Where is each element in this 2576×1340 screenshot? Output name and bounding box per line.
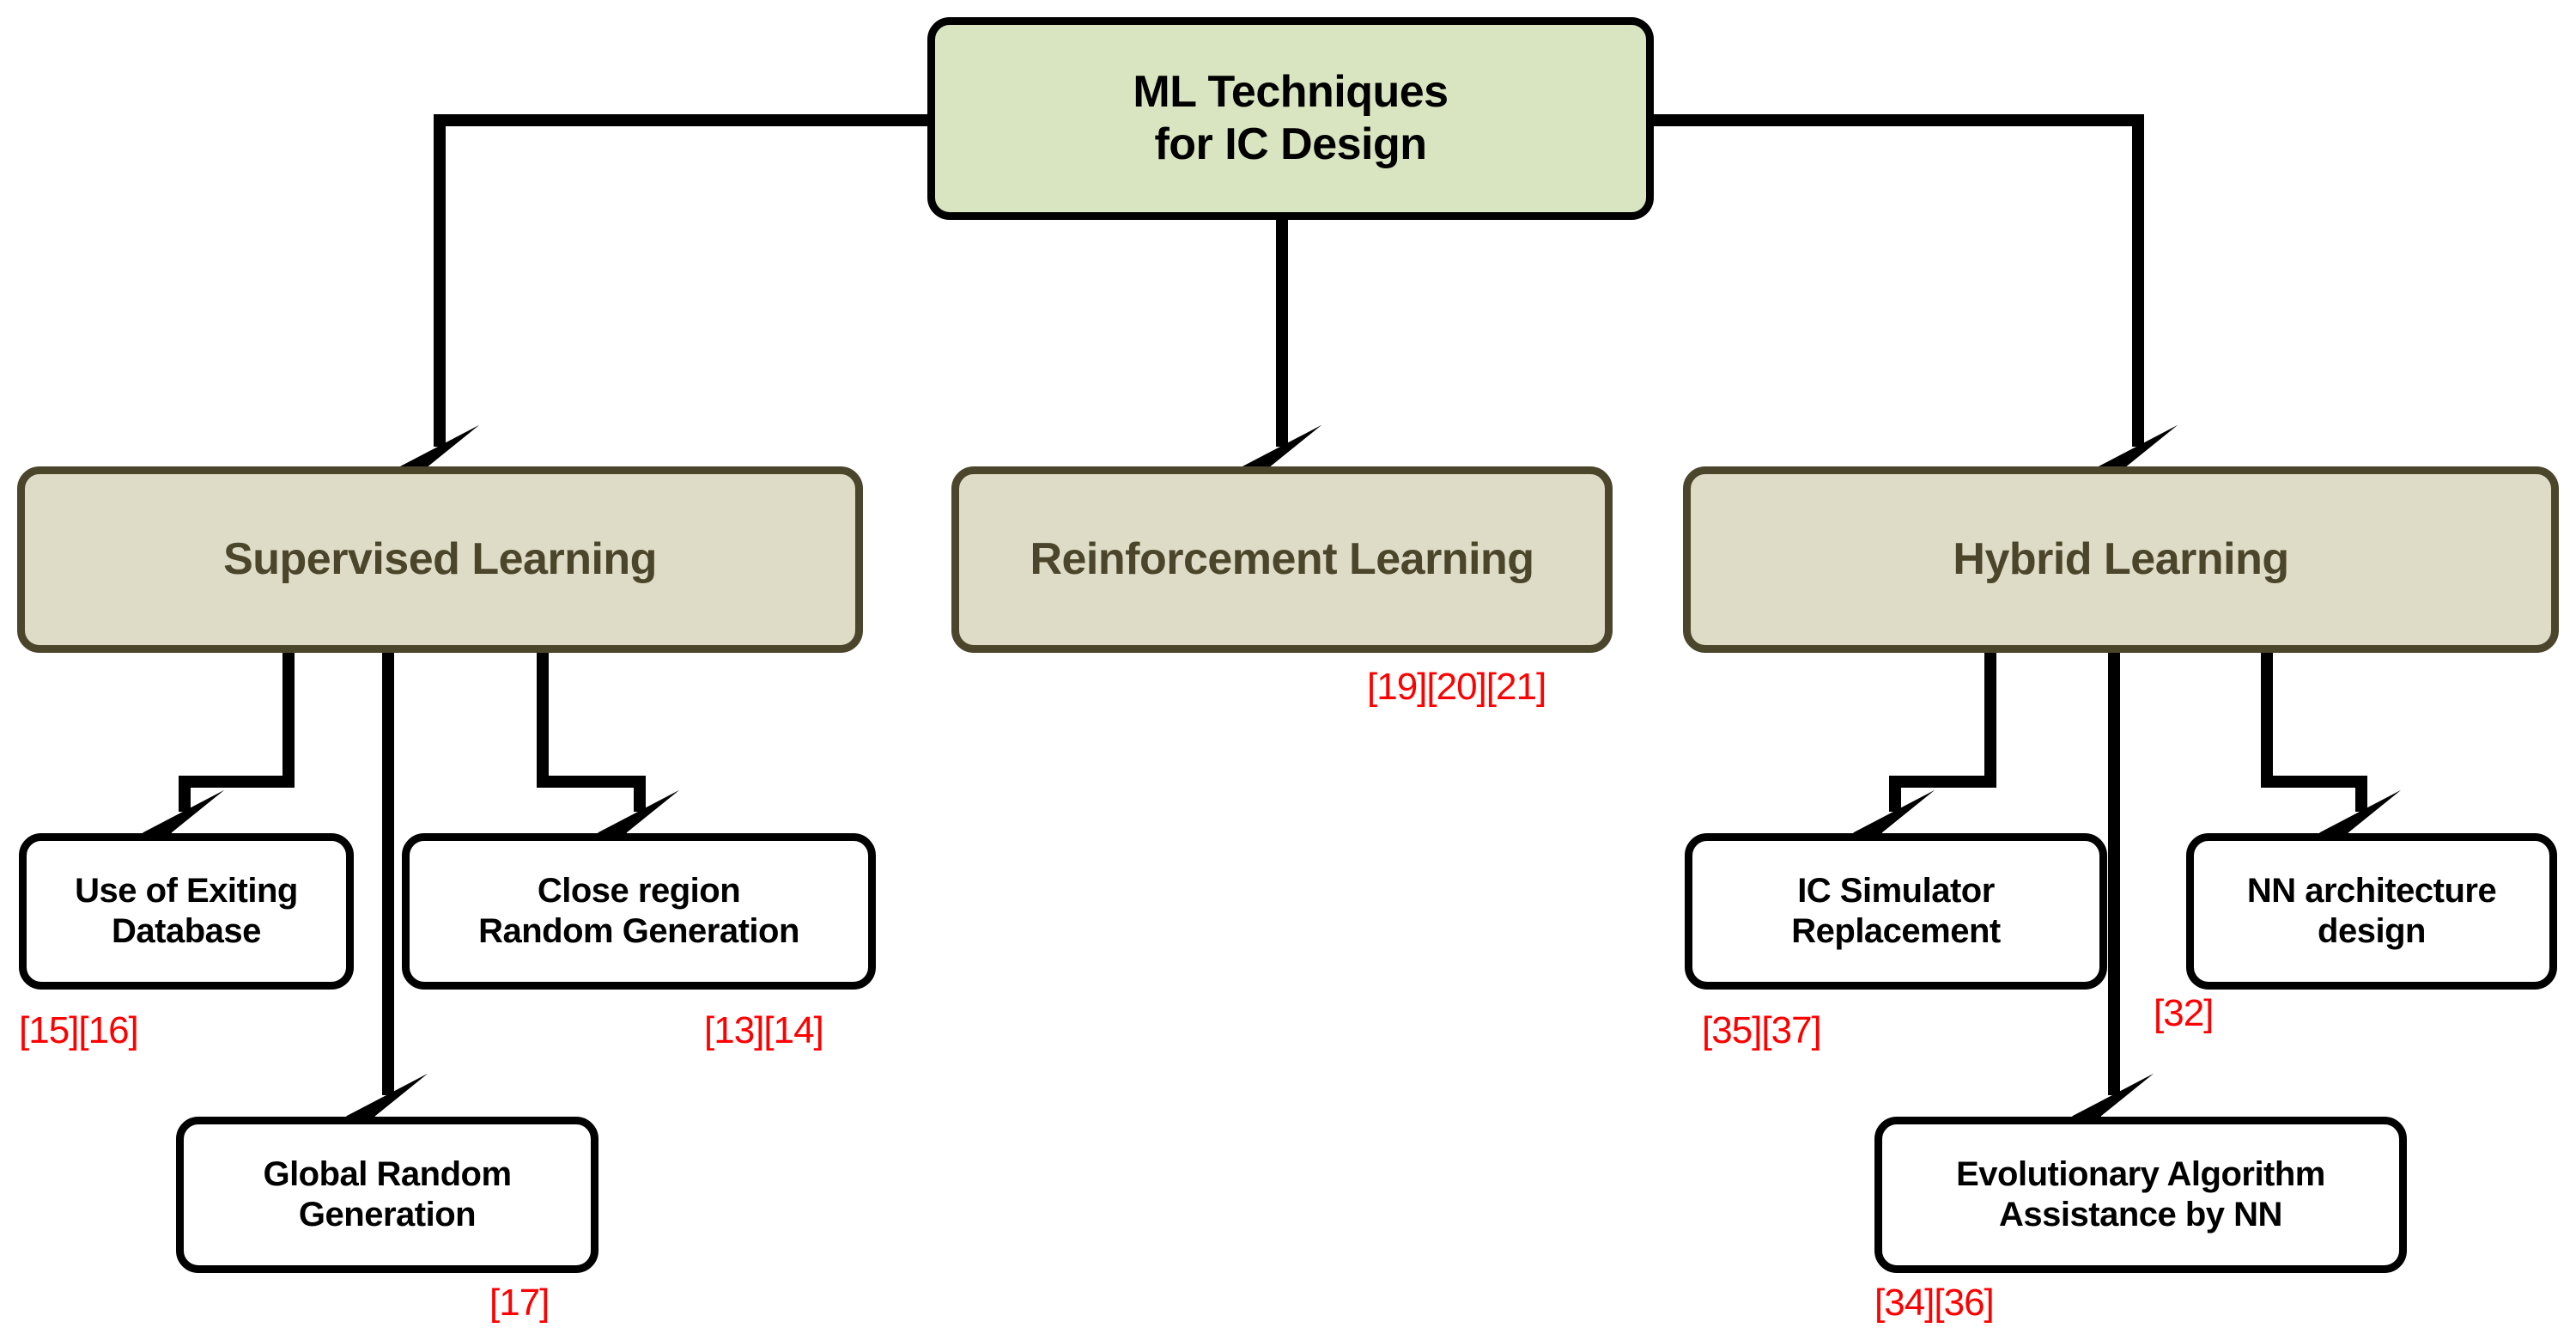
edge-root-to-hybrid	[1654, 114, 2178, 511]
edge-hybrid-to-nn-architecture-design	[2261, 653, 2402, 876]
node-supervised-learning[interactable]: Supervised Learning	[17, 466, 863, 653]
node-evolutionary-algorithm-assistance-by-nn[interactable]: Evolutionary Algorithm Assistance by NN	[1874, 1117, 2407, 1273]
citation-evolutionary-algorithm-assistance-by-nn: [34][36]	[1874, 1282, 1995, 1324]
edge-supervised-to-use-of-exiting-database	[143, 653, 295, 876]
node-reinforcement-learning[interactable]: Reinforcement Learning	[951, 466, 1613, 653]
edge-supervised-to-close-region-random-generation	[537, 653, 680, 876]
node-ic-simulator-replacement[interactable]: IC Simulator Replacement	[1685, 833, 2107, 990]
node-close-region-random-generation[interactable]: Close region Random Generation	[402, 833, 876, 990]
citation-reinforcement-learning: [19][20][21]	[1367, 666, 1546, 708]
node-global-random-generation[interactable]: Global Random Generation	[176, 1117, 598, 1273]
node-nn-architecture-design[interactable]: NN architecture design	[2186, 833, 2557, 990]
citation-ic-simulator-replacement: [35][37]	[1702, 1009, 1822, 1051]
citation-close-region-random-generation: [13][14]	[704, 1009, 824, 1051]
edge-hybrid-to-ic-simulator-replacement	[1853, 653, 1996, 876]
edge-root-to-supervised	[398, 114, 927, 511]
node-use-of-exiting-database[interactable]: Use of Exiting Database	[19, 833, 354, 990]
node-hybrid-learning[interactable]: Hybrid Learning	[1683, 466, 2559, 653]
citation-nn-architecture-design: [32]	[2154, 992, 2214, 1034]
citation-global-random-generation: [17]	[489, 1282, 550, 1324]
citation-use-of-exiting-database: [15][16]	[19, 1009, 139, 1051]
node-root-ml-techniques[interactable]: ML Techniques for IC Design	[927, 17, 1654, 220]
